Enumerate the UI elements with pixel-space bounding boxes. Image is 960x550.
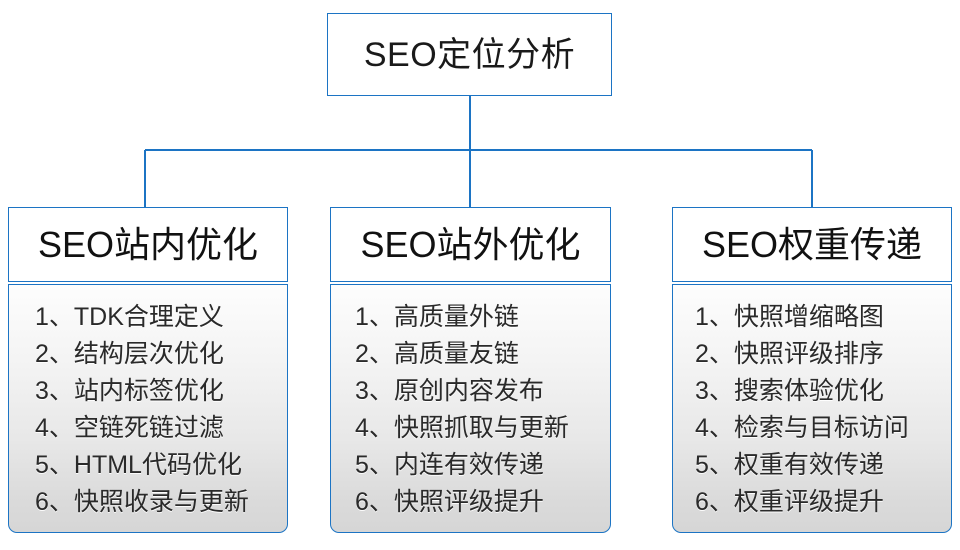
list-item: 4、空链死链过滤: [35, 414, 224, 442]
branch-header-label: SEO权重传递: [701, 223, 923, 265]
list-item: 1、快照增缩略图: [695, 303, 884, 331]
branch-off-site: SEO站外优化 1、高质量外链 2、高质量友链 3、原创内容发布 4、快照抓取与…: [330, 207, 611, 533]
branch-on-site: SEO站内优化 1、TDK合理定义 2、结构层次优化 3、站内标签优化 4、空链…: [8, 207, 288, 533]
list-item: 5、内连有效传递: [355, 451, 544, 479]
branch-body-weight-transfer: 1、快照增缩略图 2、快照评级排序 3、搜索体验优化 4、检索与目标访问 5、权…: [672, 284, 952, 533]
list-item: 2、高质量友链: [355, 340, 519, 368]
list-item: 3、搜索体验优化: [695, 377, 884, 405]
list-item: 2、快照评级排序: [695, 340, 884, 368]
branch-header-off-site[interactable]: SEO站外优化: [330, 207, 611, 282]
list-item: 5、HTML代码优化: [35, 451, 242, 479]
list-item: 6、权重评级提升: [695, 488, 884, 516]
list-item: 6、快照收录与更新: [35, 488, 249, 516]
list-item: 4、快照抓取与更新: [355, 414, 569, 442]
root-node-label: SEO定位分析: [363, 35, 576, 74]
list-item: 4、检索与目标访问: [695, 414, 909, 442]
branch-header-label: SEO站内优化: [37, 223, 259, 265]
branch-header-on-site[interactable]: SEO站内优化: [8, 207, 288, 282]
branch-body-on-site: 1、TDK合理定义 2、结构层次优化 3、站内标签优化 4、空链死链过滤 5、H…: [8, 284, 288, 533]
branch-header-weight-transfer[interactable]: SEO权重传递: [672, 207, 952, 282]
branch-item-list: 1、TDK合理定义 2、结构层次优化 3、站内标签优化 4、空链死链过滤 5、H…: [9, 299, 287, 521]
branch-body-off-site: 1、高质量外链 2、高质量友链 3、原创内容发布 4、快照抓取与更新 5、内连有…: [330, 284, 611, 533]
branch-weight-transfer: SEO权重传递 1、快照增缩略图 2、快照评级排序 3、搜索体验优化 4、检索与…: [672, 207, 952, 533]
branch-header-label: SEO站外优化: [360, 223, 581, 265]
root-node[interactable]: SEO定位分析: [327, 13, 612, 96]
list-item: 3、原创内容发布: [355, 377, 544, 405]
list-item: 3、站内标签优化: [35, 377, 224, 405]
list-item: 1、TDK合理定义: [35, 303, 224, 331]
list-item: 6、快照评级提升: [355, 488, 544, 516]
list-item: 5、权重有效传递: [695, 451, 884, 479]
list-item: 2、结构层次优化: [35, 340, 224, 368]
branch-item-list: 1、快照增缩略图 2、快照评级排序 3、搜索体验优化 4、检索与目标访问 5、权…: [673, 299, 951, 521]
list-item: 1、高质量外链: [355, 303, 519, 331]
branch-item-list: 1、高质量外链 2、高质量友链 3、原创内容发布 4、快照抓取与更新 5、内连有…: [331, 299, 610, 521]
